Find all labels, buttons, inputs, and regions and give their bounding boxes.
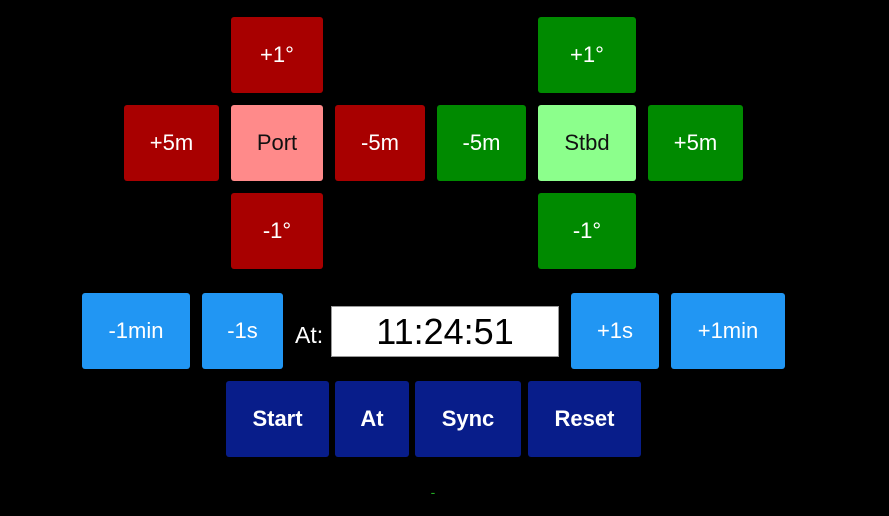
- plus-1-second-button[interactable]: +1s: [571, 293, 659, 369]
- port-minus-5m-button[interactable]: -5m: [335, 105, 425, 181]
- port-minus-1-degree-button[interactable]: -1°: [231, 193, 323, 269]
- stbd-minus-1-degree-button[interactable]: -1°: [538, 193, 636, 269]
- stbd-plus-1-degree-button[interactable]: +1°: [538, 17, 636, 93]
- reset-button[interactable]: Reset: [528, 381, 641, 457]
- stbd-select-button[interactable]: Stbd: [538, 105, 636, 181]
- port-select-button[interactable]: Port: [231, 105, 323, 181]
- minus-1-second-button[interactable]: -1s: [202, 293, 283, 369]
- sync-button[interactable]: Sync: [415, 381, 521, 457]
- start-button[interactable]: Start: [226, 381, 329, 457]
- at-time-label: At:: [295, 322, 324, 348]
- plus-1-minute-button[interactable]: +1min: [671, 293, 785, 369]
- minus-1-minute-button[interactable]: -1min: [82, 293, 190, 369]
- port-plus-5m-button[interactable]: +5m: [124, 105, 219, 181]
- status-text: -: [430, 484, 436, 500]
- at-button[interactable]: At: [335, 381, 409, 457]
- at-time-value: 11:24:51: [376, 310, 514, 352]
- at-time-field[interactable]: 11:24:51: [331, 306, 559, 357]
- stbd-minus-5m-button[interactable]: -5m: [437, 105, 526, 181]
- port-plus-1-degree-button[interactable]: +1°: [231, 17, 323, 93]
- stbd-plus-5m-button[interactable]: +5m: [648, 105, 743, 181]
